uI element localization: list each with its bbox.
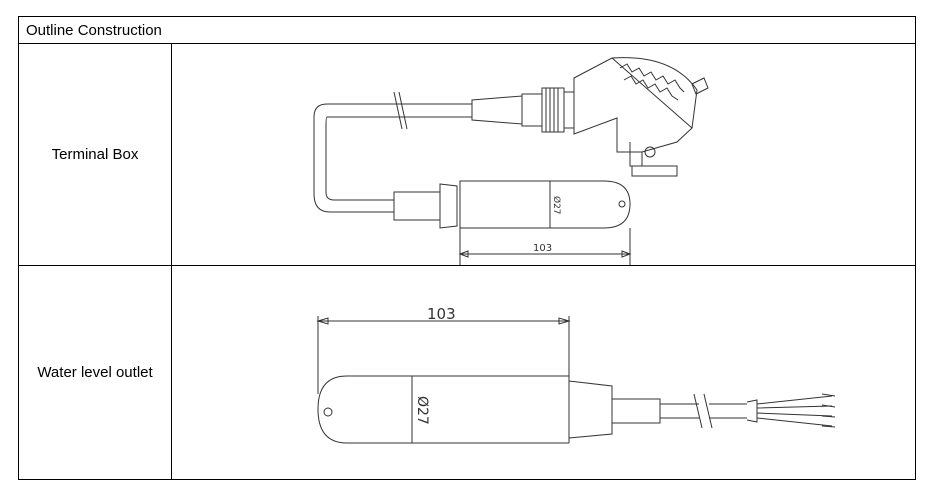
header-title: Outline Construction: [26, 22, 162, 39]
sensor-body: [459, 180, 631, 229]
length-arrow-right: [621, 250, 632, 258]
cable-loop: [327, 103, 472, 118]
connector-body: [564, 91, 575, 129]
sensor-hole: [618, 200, 626, 208]
terminal-screw: [691, 77, 709, 95]
terminal-head: [573, 57, 693, 153]
wire-tips: [821, 393, 836, 428]
diameter-label: Ø27: [551, 196, 562, 215]
terminal-base: [629, 142, 678, 177]
diameter-label: Ø27: [414, 396, 430, 425]
row-label-terminal-box: Terminal Box: [19, 44, 172, 265]
cable-break-mark: [693, 393, 713, 429]
water-level-outlet-svg: 103 Ø27: [316, 305, 836, 444]
table-row-water-level-outlet: Water level outlet 103 Ø27: [19, 266, 915, 479]
length-arrow-left: [316, 317, 329, 325]
length-arrow-right: [558, 317, 571, 325]
cable-sheath-end: [746, 399, 758, 423]
sensor-neck: [393, 191, 441, 221]
terminal-cap: [611, 57, 698, 129]
connector-knurl: [541, 87, 565, 133]
sensor-neck: [612, 398, 661, 424]
length-dimension-line: [459, 228, 631, 265]
length-label: 103: [427, 305, 456, 323]
cable-wires: [756, 395, 833, 427]
table-row-terminal-box: Terminal Box: [19, 44, 915, 266]
outline-construction-table: Outline Construction Terminal Box: [18, 16, 916, 480]
cable: [660, 403, 747, 419]
cable-break-mark: [393, 91, 408, 130]
length-label: 103: [533, 243, 552, 254]
sensor-body: [317, 375, 569, 444]
terminal-cap-pattern-2: [623, 75, 679, 101]
terminal-cap-pattern: [619, 63, 685, 93]
sensor-hole: [323, 407, 333, 417]
terminal-box-svg: Ø27 103: [313, 57, 709, 265]
ground-screw: [644, 146, 656, 158]
table-header: Outline Construction: [19, 17, 915, 44]
sensor-taper: [439, 183, 458, 229]
cable-bend: [313, 103, 394, 213]
cable-strain-relief: [471, 93, 543, 127]
water-level-outlet-drawing: 103 Ø27: [172, 266, 915, 479]
sensor-taper: [568, 380, 613, 439]
row-label-water-level-outlet: Water level outlet: [19, 266, 172, 479]
length-arrow-left: [458, 250, 469, 258]
terminal-box-drawing: Ø27 103: [172, 44, 915, 265]
